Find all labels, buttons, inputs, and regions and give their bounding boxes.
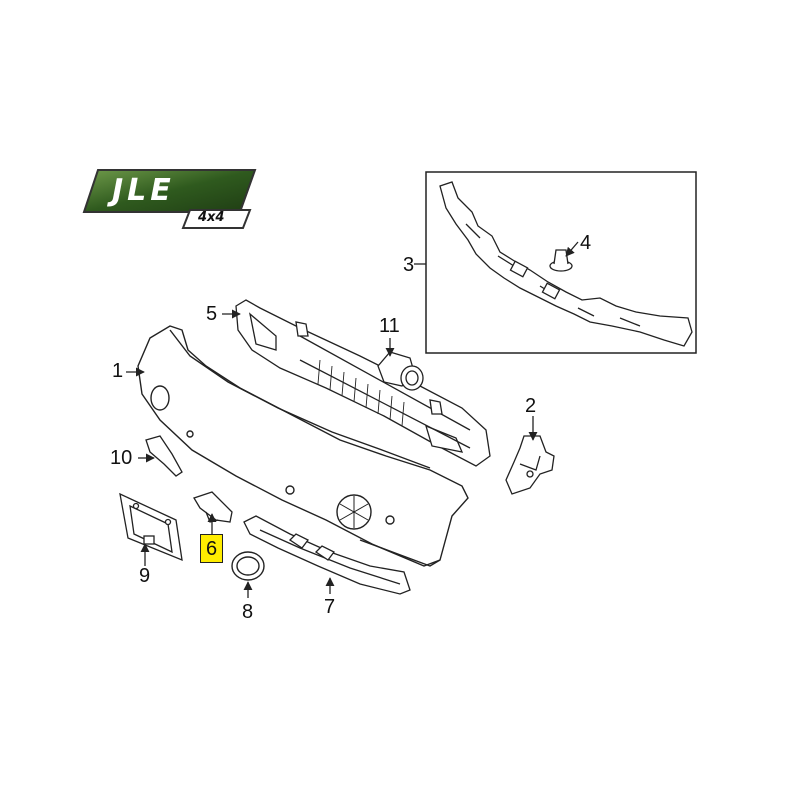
callout-2: 2 (525, 395, 537, 417)
jle-logo (82, 169, 257, 229)
callout-9: 9 (139, 565, 151, 587)
part-2-bracket (505, 435, 555, 495)
inset-frame (425, 171, 697, 354)
callout-1: 1 (112, 360, 124, 382)
logo-sub-text: 4x4 (198, 210, 225, 225)
part-1-bumper-cover (137, 325, 469, 567)
callout-10: 10 (110, 447, 133, 469)
part-5-beam (235, 299, 491, 467)
part-8-bezel (231, 551, 265, 581)
part-6-bracket (193, 491, 233, 523)
callout-5: 5 (206, 303, 218, 325)
part-9-plate-bracket (119, 492, 183, 562)
part-10-trim (145, 435, 183, 477)
part-4-clip (549, 249, 573, 272)
part-3-reinforcement (439, 181, 693, 347)
callout-7: 7 (324, 596, 336, 618)
callout-11: 11 (379, 315, 400, 337)
callout-4: 4 (580, 232, 592, 254)
callout-6-highlighted: 6 (200, 534, 224, 563)
logo-brand-text: JLE (112, 173, 175, 208)
callout-3: 3 (403, 254, 415, 276)
part-11-sensor (377, 351, 424, 391)
leader-lines (126, 241, 579, 598)
part-7-valance (243, 515, 411, 595)
callout-8: 8 (242, 601, 254, 623)
